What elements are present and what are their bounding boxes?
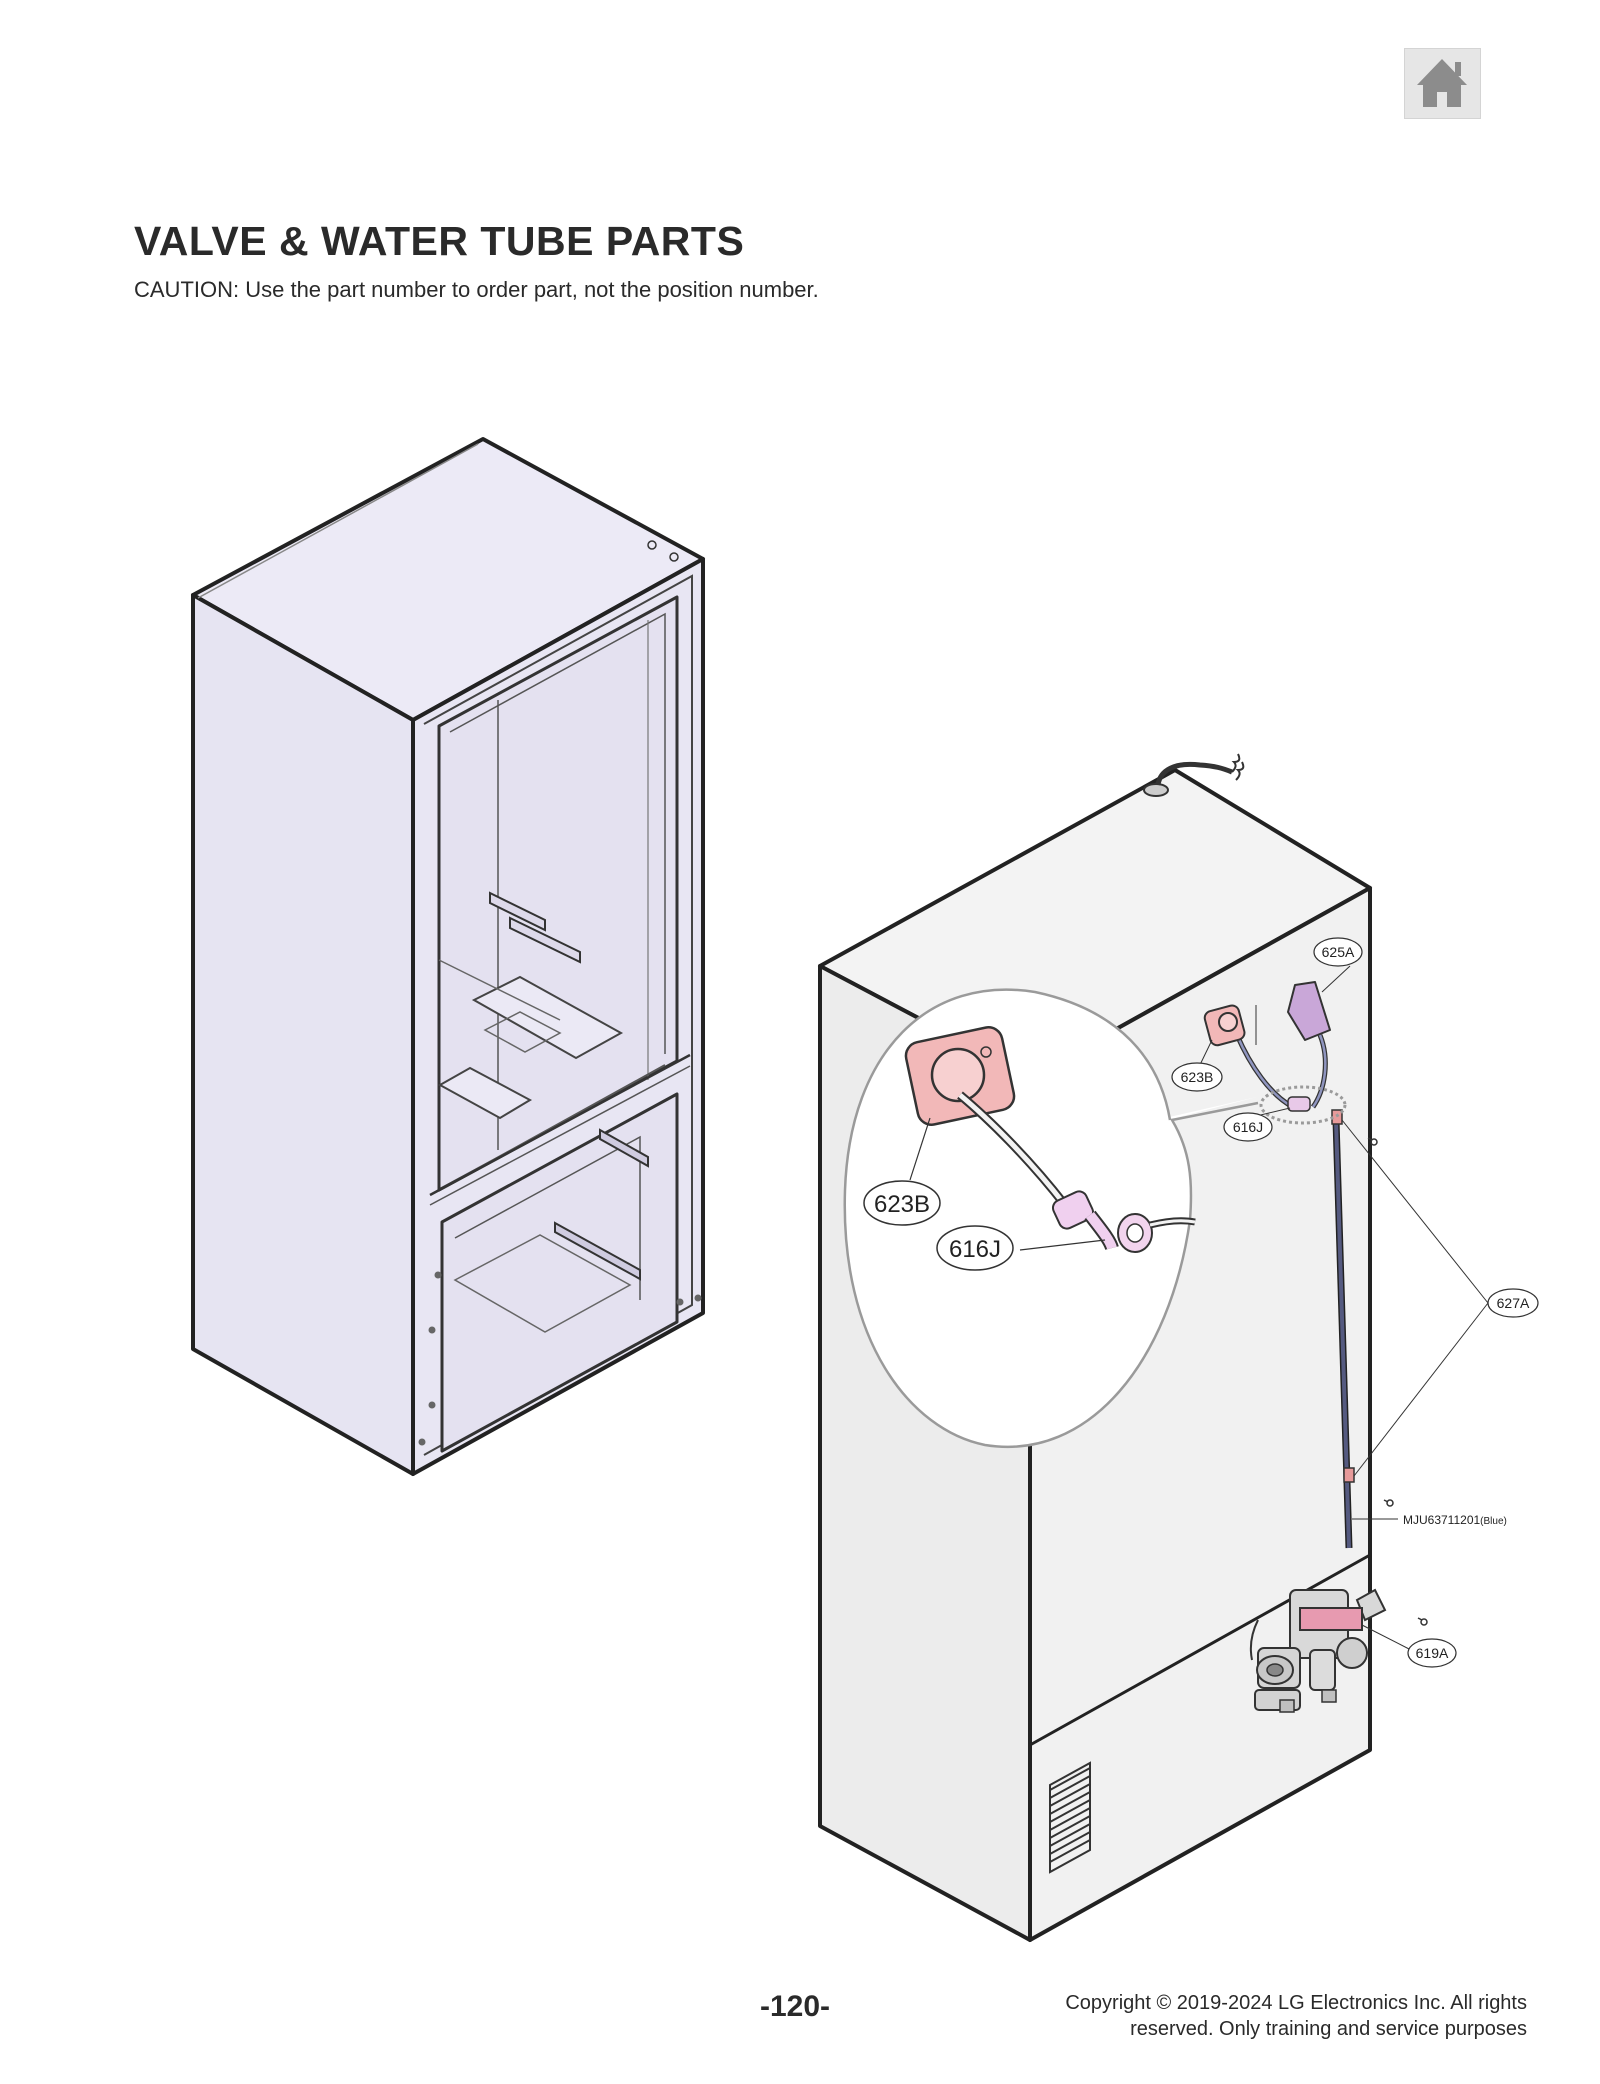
callout-625A-label: 625A: [1322, 944, 1355, 960]
callout-tube-part-number: MJU63711201(Blue): [1403, 1513, 1507, 1527]
page-title: VALVE & WATER TUBE PARTS: [134, 218, 745, 264]
callout-623B-label: 623B: [1181, 1069, 1214, 1085]
zoom-callout-623B: 623B: [863, 1180, 941, 1226]
rear-vent-grille: [1049, 1761, 1091, 1874]
home-button[interactable]: [1404, 48, 1481, 119]
tube-part-number: MJU63711201: [1403, 1513, 1480, 1527]
part-623B-grommet: [1203, 1004, 1246, 1047]
zoom-callout-616J: 616J: [936, 1225, 1014, 1271]
part-625A-fill-tube-body: [1287, 981, 1331, 1041]
zoom-callout-616J-label: 616J: [949, 1236, 1001, 1263]
copyright-line-1: Copyright © 2019-2024 LG Electronics Inc…: [1065, 1992, 1527, 2014]
refrigerator-front-view: [191, 437, 705, 1476]
callout-616J: 616J: [1223, 1112, 1273, 1142]
part-619A-water-valve: [1249, 1588, 1387, 1713]
callout-616J-label: 616J: [1233, 1119, 1263, 1135]
callout-619A-label: 619A: [1416, 1645, 1449, 1661]
page-number: -120-: [760, 1990, 831, 2023]
callout-623B: 623B: [1171, 1062, 1223, 1092]
tube-color: (Blue): [1480, 1516, 1507, 1527]
copyright-line-2: reserved. Only training and service purp…: [1130, 2018, 1527, 2040]
home-icon: [1417, 59, 1467, 107]
caution-text: CAUTION: Use the part number to order pa…: [134, 277, 819, 302]
screws: [1367, 1137, 1428, 1626]
zoom-callout-623B-label: 623B: [874, 1191, 930, 1218]
callout-627A-label: 627A: [1497, 1295, 1530, 1311]
callout-619A: 619A: [1407, 1638, 1457, 1668]
callout-625A: 625A: [1313, 937, 1363, 967]
callout-627A: 627A: [1487, 1288, 1539, 1318]
svg-text:MJU63711201(Blue): MJU63711201(Blue): [1403, 1513, 1507, 1527]
copyright-notice: Copyright © 2019-2024 LG Electronics Inc…: [1065, 1990, 1527, 2042]
part-616J-connector: [1287, 1096, 1311, 1112]
zoom-detail-bubble: [843, 988, 1259, 1448]
